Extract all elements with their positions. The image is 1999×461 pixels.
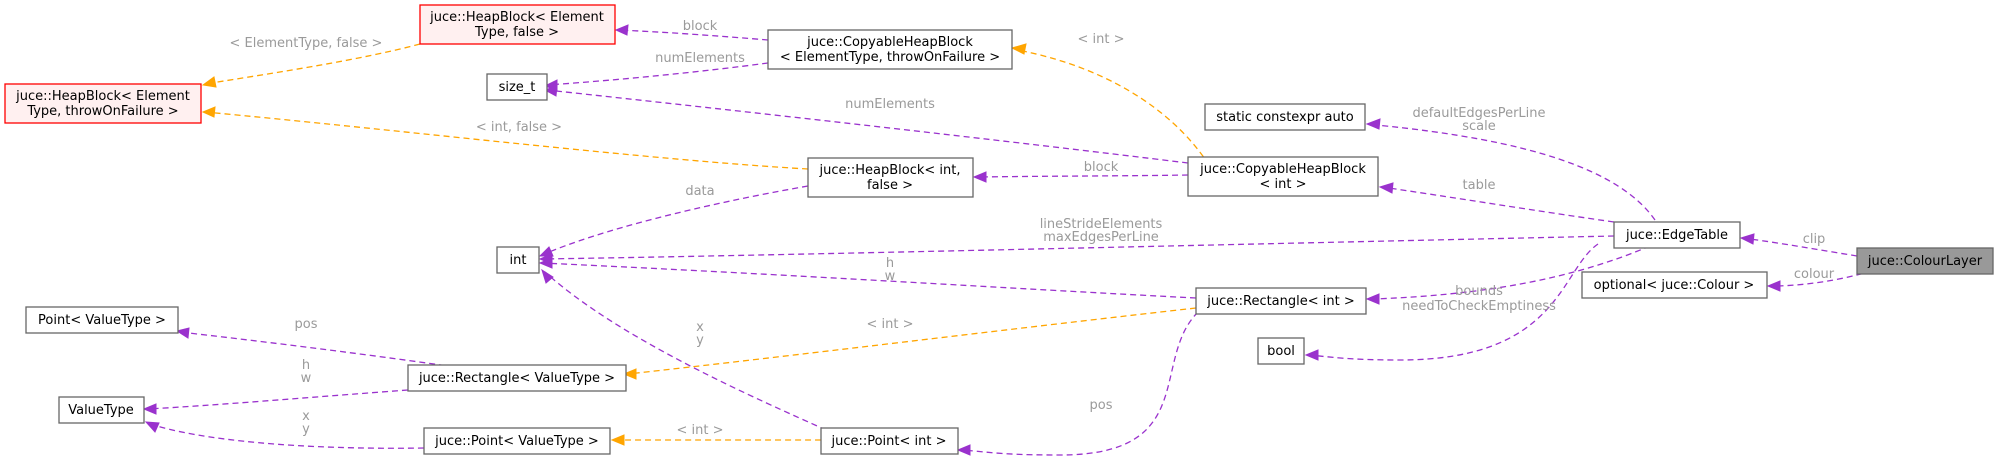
node-heapblock-element-false[interactable]: juce::HeapBlock< Element Type, false >	[419, 4, 616, 45]
node-label-copyable-element-2: < ElementType, throwOnFailure >	[780, 50, 1000, 65]
node-label-heapblock-int-false-1: juce::HeapBlock< int,	[818, 163, 960, 178]
edge-label-clip: clip	[1803, 232, 1826, 247]
node-label-point-int: juce::Point< int >	[830, 434, 946, 449]
node-label-copyable-int-1: juce::CopyableHeapBlock	[1199, 162, 1366, 177]
node-label-heapblock-element-throw-2: Type, throwOnFailure >	[26, 104, 178, 119]
edge-xy-valuetype: x y	[144, 409, 425, 449]
edge-label-int-false: < int, false >	[476, 120, 562, 135]
edge-xy-int: x y	[541, 268, 827, 431]
edge-label-hw-int-1: h	[886, 256, 894, 271]
edge-label-needtocheck: needToCheckEmptiness	[1402, 299, 1556, 314]
node-label-copyable-element-1: juce::CopyableHeapBlock	[806, 35, 973, 50]
node-label-edgetable: juce::EdgeTable	[1625, 228, 1728, 243]
edge-label-block-mid: block	[1084, 160, 1119, 175]
edge-label-block-top: block	[683, 19, 718, 34]
node-int[interactable]: int	[496, 246, 540, 274]
node-label-heapblock-int-false-2: false >	[867, 178, 913, 193]
node-bool[interactable]: bool	[1257, 337, 1305, 365]
node-static-constexpr[interactable]: static constexpr auto	[1204, 103, 1366, 131]
edge-table: table	[1378, 178, 1615, 223]
edge-pos-rect: pos	[175, 317, 456, 368]
edge-hw-valuetype: h w	[142, 358, 409, 415]
edge-pos-point: pos	[956, 311, 1199, 456]
edge-label-xy-int-1: x	[696, 320, 704, 335]
edge-block-top: block	[614, 19, 769, 41]
node-label-heapblock-element-false-2: Type, false >	[474, 25, 559, 40]
node-label-bool: bool	[1267, 344, 1295, 359]
node-label-size-t: size_t	[499, 80, 536, 95]
node-colourlayer[interactable]: juce::ColourLayer	[1856, 247, 1994, 275]
edge-label-xy-int-2: y	[696, 333, 704, 348]
edge-label-table: table	[1463, 178, 1496, 193]
edge-int-point: < int >	[610, 423, 821, 446]
edge-defaultedges: defaultEdgesPerLine scale	[1365, 106, 1656, 221]
node-rectangle-valuetype[interactable]: juce::Rectangle< ValueType >	[407, 364, 627, 392]
node-point-int[interactable]: juce::Point< int >	[820, 427, 959, 455]
edge-colour: colour	[1766, 267, 1873, 292]
edge-int-false: < int, false >	[201, 106, 809, 170]
edge-label-int-point: < int >	[677, 423, 724, 438]
edge-bounds: bounds	[1365, 245, 1651, 305]
node-rectangle-int[interactable]: juce::Rectangle< int >	[1195, 287, 1367, 315]
edge-label-pos-rect: pos	[295, 317, 318, 332]
edge-label-xy-valuetype-2: y	[302, 422, 310, 437]
edge-label-colour: colour	[1794, 267, 1835, 282]
node-label-heapblock-element-throw-1: juce::HeapBlock< Element	[15, 89, 190, 104]
node-edgetable[interactable]: juce::EdgeTable	[1613, 221, 1741, 249]
edge-needtocheck: needToCheckEmptiness	[1304, 243, 1599, 361]
node-label-point-juce-valuetype: juce::Point< ValueType >	[434, 434, 599, 449]
node-point-juce-valuetype[interactable]: juce::Point< ValueType >	[423, 427, 611, 455]
edge-label-linestride-1: lineStrideElements	[1040, 217, 1163, 232]
edge-label-defaultedges-2: scale	[1462, 119, 1496, 134]
edge-int-rect: < int >	[622, 307, 1197, 380]
edge-label-int-rect: < int >	[867, 317, 914, 332]
edge-label-numelements-mid: numElements	[845, 97, 935, 112]
edge-label-defaultedges-1: defaultEdgesPerLine	[1412, 106, 1545, 121]
edge-label-hw-int-2: w	[885, 269, 896, 284]
node-copyable-element[interactable]: juce::CopyableHeapBlock < ElementType, t…	[767, 29, 1013, 70]
node-label-valuetype: ValueType	[68, 403, 134, 418]
edge-label-int-top: < int >	[1078, 32, 1125, 47]
edge-label-hw-valuetype-1: h	[302, 358, 310, 373]
node-label-rectangle-valuetype: juce::Rectangle< ValueType >	[418, 371, 615, 386]
node-point-valuetype[interactable]: Point< ValueType >	[25, 306, 179, 334]
node-size-t[interactable]: size_t	[486, 73, 548, 101]
node-optional-colour[interactable]: optional< juce::Colour >	[1581, 271, 1768, 299]
edge-clip: clip	[1739, 232, 1858, 257]
edge-int-top: < int >	[1010, 32, 1210, 166]
node-heapblock-int-false[interactable]: juce::HeapBlock< int, false >	[807, 157, 974, 198]
edge-label-pos-point: pos	[1090, 398, 1113, 413]
node-label-static-constexpr: static constexpr auto	[1216, 110, 1354, 125]
edge-label-numelements-top: numElements	[655, 51, 745, 66]
edge-label-bounds: bounds	[1455, 284, 1503, 299]
edge-elementtype-false: < ElementType, false >	[201, 36, 421, 88]
node-label-colourlayer: juce::ColourLayer	[1867, 254, 1983, 269]
edge-label-linestride-2: maxEdgesPerLine	[1043, 230, 1159, 245]
edge-numelements-mid: numElements	[543, 85, 1189, 164]
edge-numelements-top: numElements	[543, 51, 769, 91]
node-label-optional-colour: optional< juce::Colour >	[1594, 278, 1755, 293]
node-label-heapblock-element-false-1: juce::HeapBlock< Element	[429, 10, 604, 25]
node-label-point-valuetype: Point< ValueType >	[38, 313, 166, 328]
edge-label-elementtype-false: < ElementType, false >	[230, 36, 383, 51]
edge-block-mid: block	[972, 160, 1189, 183]
node-label-int: int	[510, 253, 527, 268]
edge-linestride: lineStrideElements maxEdgesPerLine	[538, 217, 1615, 265]
edge-label-data: data	[685, 184, 714, 199]
edge-data: data	[538, 184, 809, 257]
edge-label-hw-valuetype-2: w	[301, 371, 312, 386]
node-label-copyable-int-2: < int >	[1260, 177, 1307, 192]
node-label-rectangle-int: juce::Rectangle< int >	[1206, 294, 1355, 309]
node-copyable-int[interactable]: juce::CopyableHeapBlock < int >	[1187, 156, 1379, 197]
node-valuetype[interactable]: ValueType	[58, 396, 145, 424]
edge-hw-int: h w	[538, 256, 1197, 299]
node-heapblock-element-throw[interactable]: juce::HeapBlock< Element Type, throwOnFa…	[4, 83, 202, 124]
edge-label-xy-valuetype-1: x	[302, 409, 310, 424]
